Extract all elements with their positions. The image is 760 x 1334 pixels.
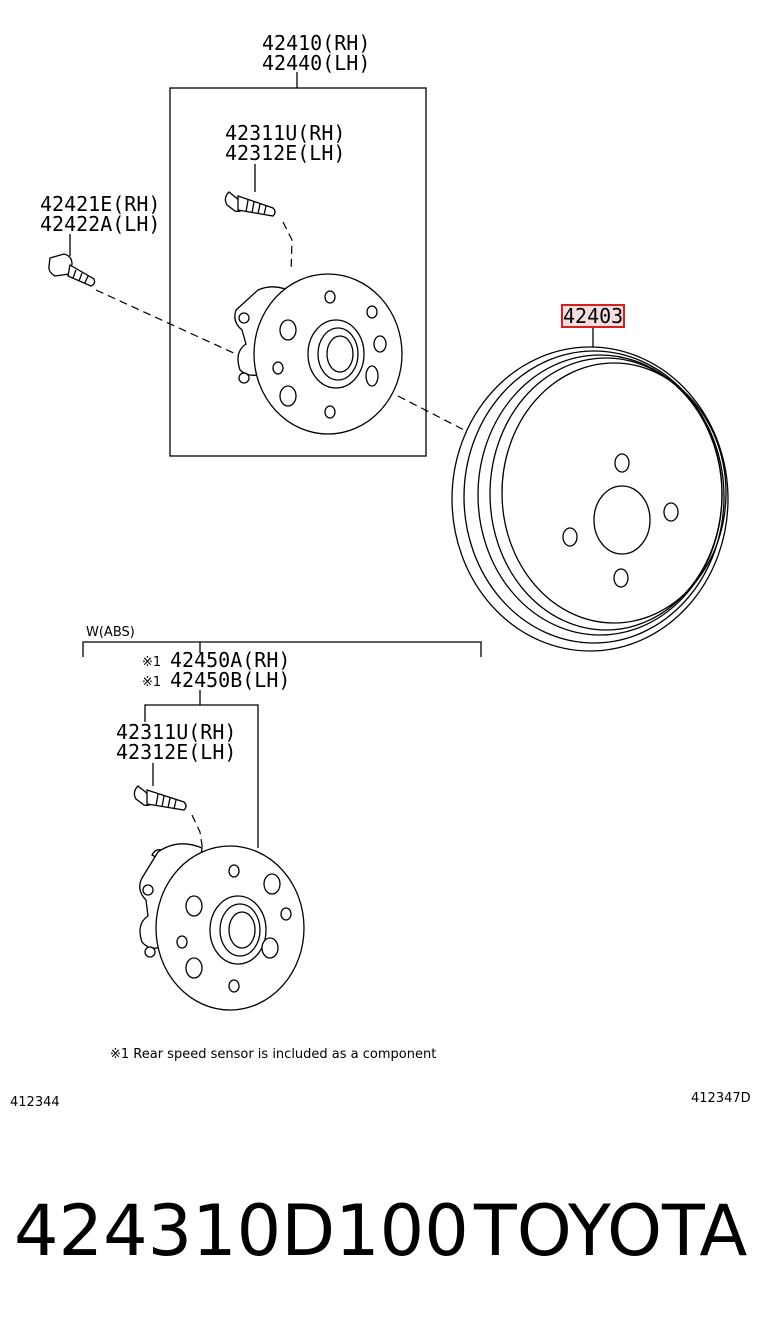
abs-hub-bracket xyxy=(144,704,259,848)
abs-marker-lh: ※1 xyxy=(142,675,161,690)
label-bolt-hub-rh[interactable]: 42421E(RH) xyxy=(40,192,160,216)
figure-code-left: 412344 xyxy=(10,1095,60,1110)
label-hub-rear-lh[interactable]: 42440(LH) xyxy=(262,51,370,75)
dash-bolt-upper xyxy=(282,221,293,273)
label-bolt-upper-rh[interactable]: 42311U(RH) xyxy=(225,121,345,145)
hub-bolt-upper-icon[interactable] xyxy=(224,191,276,217)
label-abs-hub-lh[interactable]: 42450B(LH) xyxy=(170,668,290,692)
dash-bolt-hub xyxy=(95,289,239,356)
label-drum[interactable]: 42403 xyxy=(563,304,623,328)
footnote-speed-sensor: ※1 Rear speed sensor is included as a co… xyxy=(110,1047,436,1062)
hub-assembly-frame xyxy=(169,87,427,457)
abs-marker-rh: ※1 xyxy=(142,655,161,670)
brand-name: TOYOTA xyxy=(474,1190,748,1272)
dash-hub-to-drum xyxy=(397,395,469,433)
hub-bolt-lower-icon[interactable] xyxy=(133,785,187,811)
brake-drum-icon[interactable] xyxy=(451,346,729,652)
wheel-hub-upper-icon[interactable] xyxy=(234,273,403,435)
label-bolt-lower-rh[interactable]: 42311U(RH) xyxy=(116,720,236,744)
abs-group-bracket xyxy=(82,641,482,657)
label-hub-rear-rh[interactable]: 42410(RH) xyxy=(262,31,370,55)
part-number: 424310D100 xyxy=(14,1190,469,1272)
label-abs-group[interactable]: W(ABS) xyxy=(86,625,135,640)
label-bolt-hub-lh[interactable]: 42422A(LH) xyxy=(40,212,160,236)
hub-bolt-left-icon[interactable] xyxy=(48,253,96,287)
dash-bolt-lower xyxy=(191,814,204,853)
highlight-box-drum xyxy=(561,304,625,328)
label-abs-hub-rh[interactable]: 42450A(RH) xyxy=(170,648,290,672)
label-bolt-upper-lh[interactable]: 42312E(LH) xyxy=(225,141,345,165)
figure-code-right: 412347D xyxy=(691,1091,751,1106)
label-bolt-lower-lh[interactable]: 42312E(LH) xyxy=(116,740,236,764)
wheel-hub-abs-icon[interactable] xyxy=(139,843,305,1011)
